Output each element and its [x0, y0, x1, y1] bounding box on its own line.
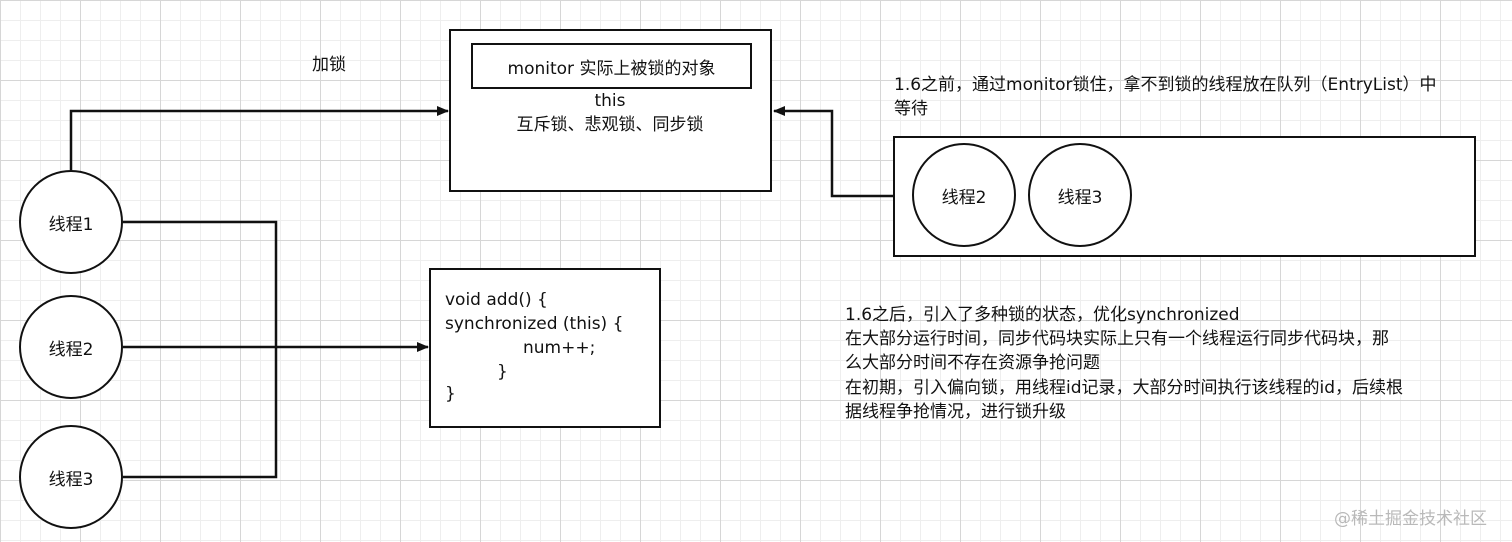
thread-1-label: 线程1	[48, 214, 94, 235]
thread-1-node: 线程1	[19, 170, 123, 274]
watermark-text: @稀土掘金技术社区	[1334, 509, 1487, 529]
monitor-subject: this	[594, 91, 626, 111]
after-note-line-1: 1.6之后，引入了多种锁的状态，优化synchronized	[845, 305, 1240, 325]
queue-to-monitor-arrow	[773, 106, 893, 198]
queue-thread-2-label: 线程2	[941, 187, 987, 208]
thread-2-node: 线程2	[19, 295, 123, 399]
thread-3-node: 线程3	[19, 425, 123, 529]
lock-label: 加锁	[312, 55, 346, 75]
after-note-line-4: 在初期，引入偏向锁，用线程id记录，大部分时间执行该线程的id，后续根	[845, 378, 1404, 398]
monitor-box: monitor 实际上被锁的对象 this 互斥锁、悲观锁、同步锁	[449, 29, 772, 192]
entry-list-box: 线程2 线程3	[893, 136, 1476, 257]
monitor-title: monitor 实际上被锁的对象	[507, 58, 716, 79]
after-note-line-5: 据线程争抢情况，进行锁升级	[845, 402, 1066, 422]
thread1-to-code-line	[123, 220, 278, 347]
code-box: void add() { synchronized (this) { num++…	[429, 268, 661, 428]
queue-thread-3-label: 线程3	[1057, 187, 1103, 208]
thread1-to-monitor-arrow	[69, 106, 449, 170]
code-line-4: }	[497, 362, 508, 382]
queue-thread-3-node: 线程3	[1028, 143, 1132, 247]
thread-2-label: 线程2	[48, 339, 94, 360]
queue-thread-2-node: 线程2	[912, 143, 1016, 247]
monitor-title-box: monitor 实际上被锁的对象	[471, 43, 752, 89]
queue-note-line-1: 1.6之前，通过monitor锁住，拿不到锁的线程放在队列（EntryList）…	[894, 75, 1437, 95]
code-line-5: }	[445, 384, 456, 404]
after-note-line-3: 么大部分时间不存在资源争抢问题	[845, 353, 1100, 373]
code-line-1: void add() {	[445, 290, 548, 310]
monitor-lock-types: 互斥锁、悲观锁、同步锁	[516, 115, 704, 135]
queue-note-line-2: 等待	[894, 99, 928, 119]
code-line-2: synchronized (this) {	[445, 314, 624, 334]
after-note-line-2: 在大部分运行时间，同步代码块实际上只有一个线程运行同步代码块，那	[845, 329, 1389, 349]
thread-3-label: 线程3	[48, 469, 94, 490]
code-line-3: num++;	[523, 338, 596, 358]
thread3-to-code-line	[123, 347, 278, 479]
